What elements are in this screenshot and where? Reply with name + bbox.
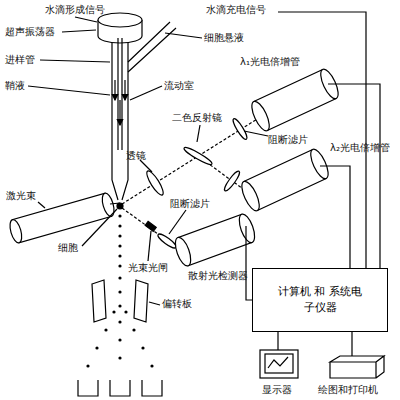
part-label: 水滴形成信号 [45,4,105,16]
part-label: 水滴充电信号 [206,4,266,16]
part-label: 细胞 [58,242,78,254]
part-label: 超声振荡器 [5,26,55,38]
part-label: λ₂光电倍增管 [330,142,390,154]
part-label: 透镜 [126,150,146,162]
box-text: 计算机 和 系统电子仪器 [253,284,387,316]
computer-box: 计算机 和 系统电子仪器 [252,268,388,332]
part-label: 细胞悬液 [204,32,244,44]
part-label: 二色反射镜 [172,112,222,124]
part-label: 偏转板 [162,298,192,310]
part-label: 阻断滤片 [170,198,210,210]
part-label: 光束光闸 [128,262,168,274]
part-label: 进样管 [5,54,35,66]
part-label: 绘图和打印机 [318,384,378,396]
part-label: 阻断滤片 [268,134,308,146]
part-label: 激光束 [6,190,36,202]
part-label: 散射光检测器 [188,270,248,282]
part-label: 鞘液 [5,80,25,92]
part-label: 流动室 [164,80,194,92]
part-label: λ₁光电倍增管 [240,56,300,68]
part-label: 显示器 [262,384,292,396]
